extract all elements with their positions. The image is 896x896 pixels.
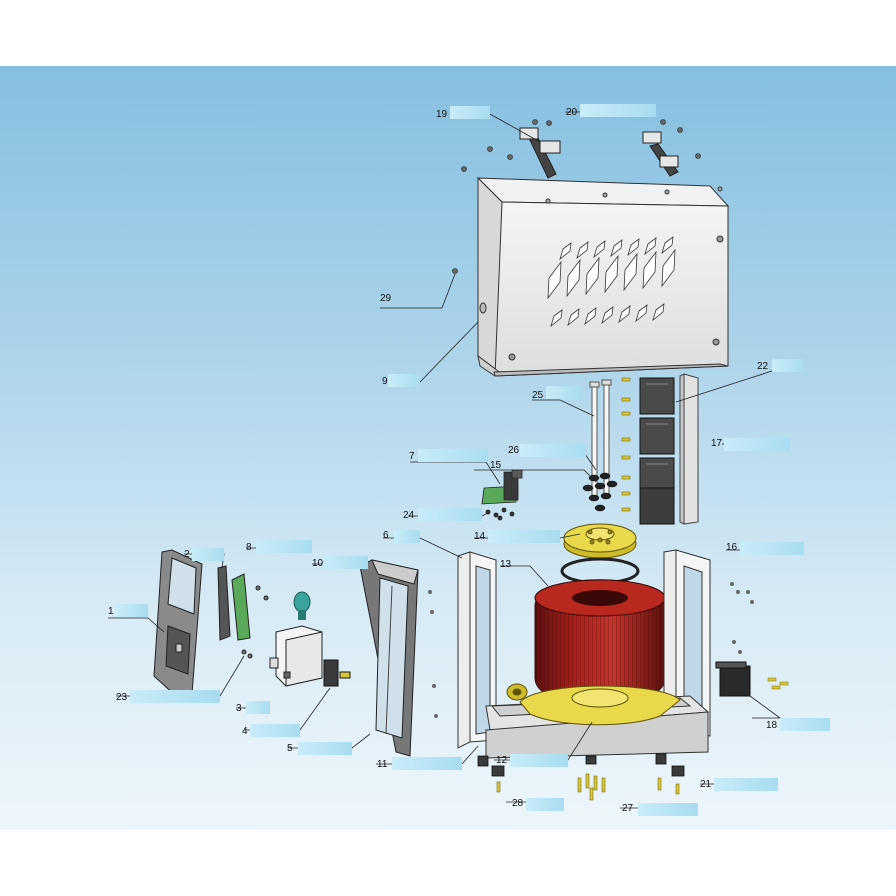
terminal-block [715, 661, 789, 697]
callout-11: 11 [377, 759, 388, 770]
display-module [217, 565, 269, 659]
brass-pins [496, 773, 680, 801]
front-panel [153, 549, 203, 699]
callout-16: 16 [726, 542, 738, 553]
exploded-view-diagram: 19 20 29 9 22 25 17 26 7 15 24 6 14 16 1… [0, 66, 896, 830]
control-pcb [481, 469, 523, 521]
callout-2: 2 [184, 549, 190, 560]
callout-10: 10 [312, 558, 324, 569]
callout-13: 13 [500, 559, 512, 570]
carry-handles [519, 127, 679, 179]
label-field-18 [780, 718, 830, 731]
label-field-27 [638, 803, 698, 816]
label-field-8 [256, 540, 312, 553]
screws-right [428, 582, 754, 718]
callout-3: 3 [236, 703, 242, 714]
label-field-19 [450, 106, 490, 119]
top-contact-plate [563, 523, 637, 559]
label-field-24 [418, 508, 482, 521]
label-field-1 [116, 604, 148, 617]
callout-24: 24 [403, 510, 415, 521]
exploded-view-artwork [108, 111, 804, 809]
label-field-2 [192, 548, 224, 561]
callout-27: 27 [622, 803, 634, 814]
callout-23: 23 [116, 692, 128, 703]
rectifier-blocks [639, 377, 675, 525]
callout-17: 17 [711, 438, 723, 449]
mounting-plate [679, 373, 699, 525]
label-field-9 [388, 374, 420, 387]
label-field-16 [740, 542, 804, 555]
label-field-4 [250, 724, 300, 737]
label-field-7 [418, 449, 488, 462]
label-field-28 [526, 798, 564, 811]
label-field-5 [298, 742, 352, 755]
label-field-22 [772, 359, 804, 372]
callout-20: 20 [566, 107, 578, 118]
callout-25: 25 [532, 390, 544, 401]
yellow-screws [621, 377, 631, 512]
label-field-26 [520, 444, 586, 457]
rocker-switch [323, 659, 351, 687]
callout-5: 5 [287, 743, 293, 754]
label-field-21 [714, 778, 778, 791]
label-field-14 [488, 530, 560, 543]
callout-29: 29 [380, 293, 392, 304]
callout-22: 22 [757, 361, 769, 372]
top-cover [476, 176, 730, 377]
callout-8: 8 [246, 542, 252, 553]
callout-21: 21 [700, 779, 712, 790]
brush-discs [582, 472, 618, 512]
label-field-12 [510, 754, 568, 767]
callout-18: 18 [766, 720, 778, 731]
label-field-10 [322, 556, 368, 569]
callout-12: 12 [496, 755, 508, 766]
label-field-25 [546, 386, 582, 399]
callout-19: 19 [436, 109, 448, 120]
rubber-feet [477, 753, 685, 777]
bottom-contact-plate [506, 683, 681, 726]
circuit-breaker [269, 625, 323, 687]
callout-15: 15 [490, 460, 502, 471]
callout-6: 6 [383, 530, 389, 541]
label-field-17 [724, 438, 790, 451]
front-bezel [359, 559, 419, 757]
toroidal-coil [534, 579, 666, 706]
label-field-11 [392, 757, 462, 770]
label-field-23 [130, 690, 220, 703]
label-field-20 [580, 104, 656, 117]
callout-9: 9 [382, 376, 388, 387]
callout-26: 26 [508, 445, 520, 456]
callout-4: 4 [242, 726, 248, 737]
label-field-6 [394, 530, 420, 543]
callout-7: 7 [409, 451, 415, 462]
control-knob [293, 591, 311, 620]
label-field-3 [246, 701, 270, 714]
callout-28: 28 [512, 798, 524, 809]
screws-top [452, 119, 701, 274]
callout-14: 14 [474, 531, 486, 542]
callout-1: 1 [108, 606, 114, 617]
